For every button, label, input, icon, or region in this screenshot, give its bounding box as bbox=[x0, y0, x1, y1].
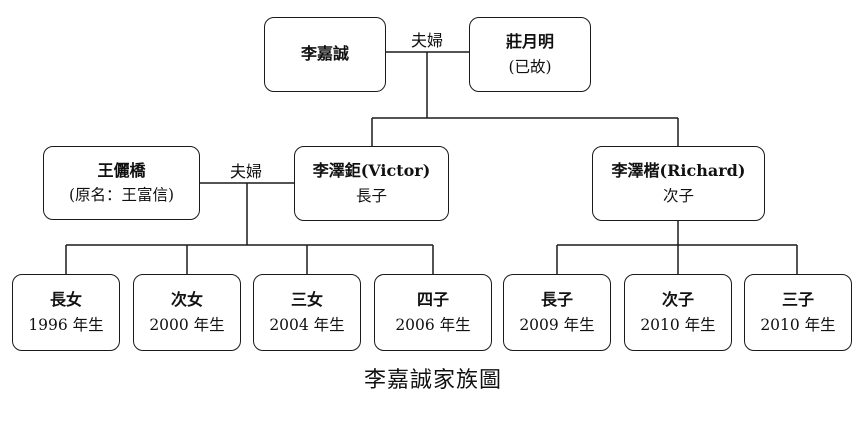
node-grandchild-6: 次子 2010 年生 bbox=[624, 274, 732, 351]
node-name: 次子 bbox=[661, 290, 694, 310]
node-note: (已故) bbox=[508, 57, 552, 76]
node-name: 李嘉誠 bbox=[300, 44, 349, 64]
spouse-label-mid: 夫婦 bbox=[230, 162, 263, 181]
node-note: 長子 bbox=[355, 186, 387, 205]
node-note: 1996 年生 bbox=[28, 315, 104, 334]
node-grandchild-3: 三女 2004 年生 bbox=[253, 274, 361, 351]
node-note: 次子 bbox=[662, 186, 694, 205]
node-son1-wife: 王儷橋 (原名：王富信) bbox=[43, 146, 200, 220]
node-name: 李澤楷(Richard) bbox=[611, 161, 746, 181]
node-son1: 李澤鉅(Victor) 長子 bbox=[294, 146, 449, 221]
node-grandchild-4: 四子 2006 年生 bbox=[374, 274, 492, 351]
node-note: 2006 年生 bbox=[395, 315, 471, 334]
node-son2: 李澤楷(Richard) 次子 bbox=[592, 146, 765, 221]
diagram-caption: 李嘉誠家族圖 bbox=[363, 368, 502, 393]
node-note: 2009 年生 bbox=[519, 315, 595, 334]
node-grandchild-2: 次女 2000 年生 bbox=[133, 274, 241, 351]
node-note: (原名：王富信) bbox=[68, 186, 175, 205]
node-name: 長女 bbox=[49, 290, 82, 310]
node-grandchild-5: 長子 2009 年生 bbox=[503, 274, 611, 351]
node-name: 長子 bbox=[540, 290, 573, 310]
node-name: 四子 bbox=[416, 290, 449, 310]
node-grandchild-7: 三子 2010 年生 bbox=[744, 274, 852, 351]
node-name: 次女 bbox=[170, 290, 203, 310]
node-grandchild-1: 長女 1996 年生 bbox=[12, 274, 120, 351]
node-note: 2000 年生 bbox=[149, 315, 225, 334]
node-name: 三子 bbox=[781, 290, 814, 310]
node-spouse: 莊月明 (已故) bbox=[469, 17, 591, 92]
node-name: 李澤鉅(Victor) bbox=[312, 161, 431, 181]
node-patriarch: 李嘉誠 bbox=[264, 17, 386, 92]
node-name: 三女 bbox=[290, 290, 323, 310]
spouse-label-top: 夫婦 bbox=[411, 31, 444, 50]
node-name: 莊月明 bbox=[505, 32, 554, 52]
node-note: 2010 年生 bbox=[640, 315, 716, 334]
node-note: 2004 年生 bbox=[269, 315, 345, 334]
node-note: 2010 年生 bbox=[760, 315, 836, 334]
node-name: 王儷橋 bbox=[97, 160, 146, 180]
